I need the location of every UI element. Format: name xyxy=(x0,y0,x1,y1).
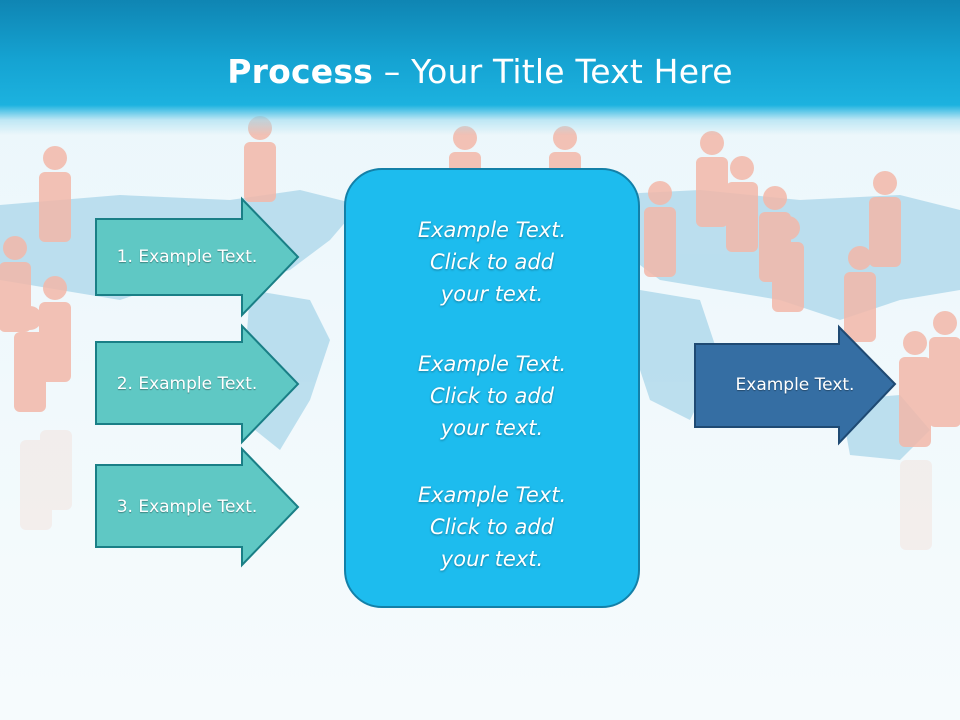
left-arrow-1[interactable]: 1. Example Text. xyxy=(95,196,300,318)
slide-title-rest: – Your Title Text Here xyxy=(373,52,733,91)
center-block-1-line-2: Click to add xyxy=(429,250,554,274)
slide-title: Process – Your Title Text Here xyxy=(0,52,960,91)
left-arrow-2[interactable]: 2. Example Text. xyxy=(95,323,300,445)
center-block-3-line-1: Example Text. xyxy=(417,483,567,507)
left-arrow-3-label: 3. Example Text. xyxy=(116,497,258,517)
left-arrow-2-shape xyxy=(95,323,300,445)
right-arrow-label: Example Text. xyxy=(735,375,855,395)
center-block-2-line-2: Click to add xyxy=(429,384,554,408)
left-arrow-3-shape xyxy=(95,446,300,568)
center-content-box[interactable]: Example Text. Click to add your text. Ex… xyxy=(344,168,640,608)
figure-reflections xyxy=(20,430,932,550)
right-arrow-shape xyxy=(694,324,897,446)
center-block-1-line-3: your text. xyxy=(440,282,544,306)
center-block-3-line-3: your text. xyxy=(440,547,544,571)
slide-title-bold: Process xyxy=(227,52,374,91)
center-block-1-line-1: Example Text. xyxy=(417,218,567,242)
right-arrow[interactable]: Example Text. xyxy=(694,324,897,446)
center-block-3-line-2: Click to add xyxy=(429,515,554,539)
left-arrow-1-shape xyxy=(95,196,300,318)
left-arrow-2-label: 2. Example Text. xyxy=(116,374,258,394)
center-text-block-3: Example Text. Click to add your text. xyxy=(346,479,638,575)
center-block-2-line-3: your text. xyxy=(440,416,544,440)
center-text-block-2: Example Text. Click to add your text. xyxy=(346,348,638,444)
left-arrow-1-label: 1. Example Text. xyxy=(116,247,258,267)
center-block-2-line-1: Example Text. xyxy=(417,352,567,376)
title-bar xyxy=(0,0,960,135)
left-arrow-3[interactable]: 3. Example Text. xyxy=(95,446,300,568)
center-text-block-1: Example Text. Click to add your text. xyxy=(346,214,638,310)
